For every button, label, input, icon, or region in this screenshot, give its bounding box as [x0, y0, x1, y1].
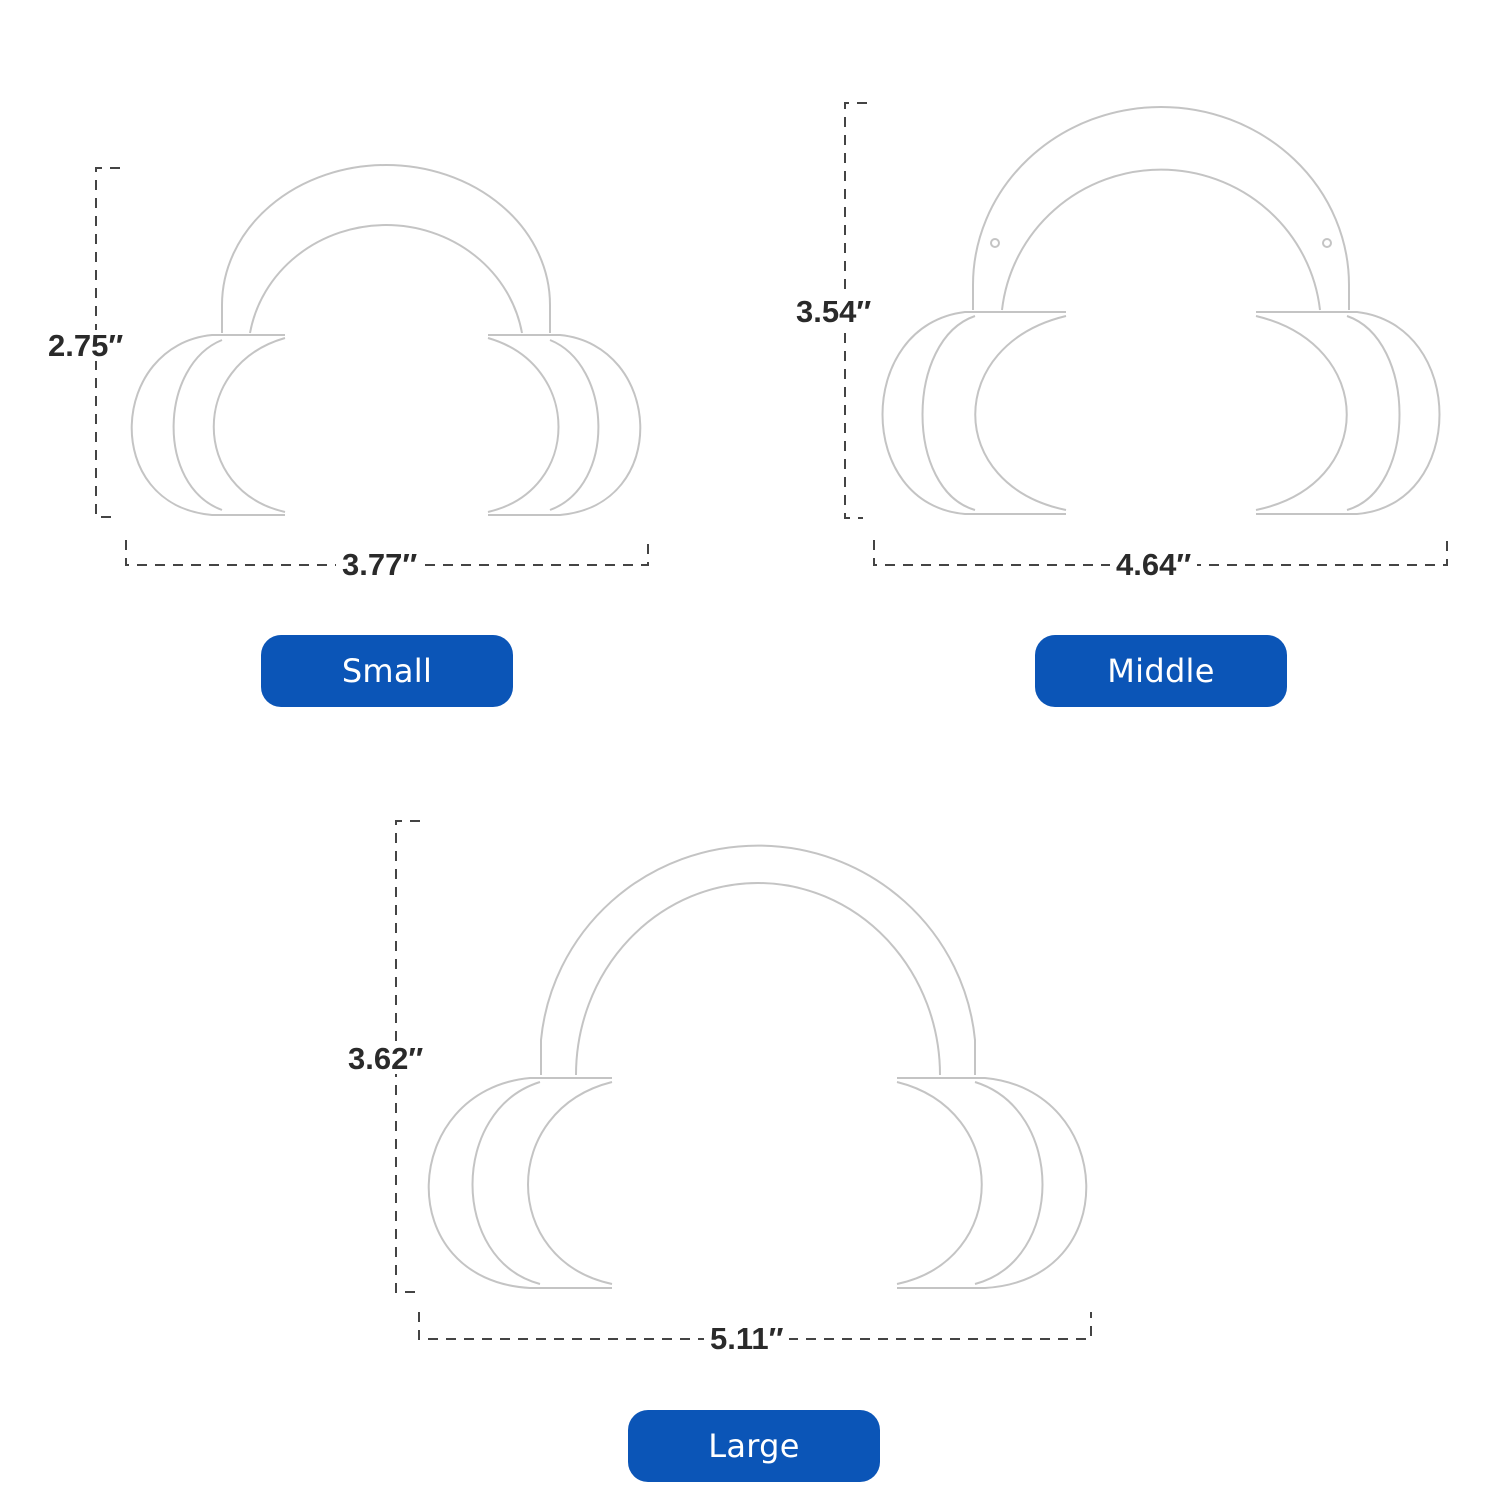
- arch-outer: [540, 844, 976, 1075]
- arch-hole-right: [1322, 238, 1332, 248]
- right-flange-inner: [896, 1081, 983, 1285]
- small-width-dimension-line: [125, 540, 649, 566]
- left-flange-outer: [881, 311, 1066, 515]
- right-flange-inner: [1255, 315, 1348, 511]
- size-badge-small: Small: [261, 635, 513, 707]
- arch-outer: [221, 164, 551, 333]
- small-width-label: 3.77″: [336, 549, 424, 580]
- left-flange-outer: [130, 334, 285, 516]
- left-flange-mid: [172, 339, 223, 511]
- left-flange-inner: [212, 337, 286, 513]
- middle-width-label: 4.64″: [1110, 549, 1198, 580]
- arch-outer: [972, 106, 1350, 310]
- size-badge-large: Large: [628, 1410, 880, 1482]
- right-flange-mid: [974, 1081, 1044, 1285]
- arch-hole-left: [990, 238, 1000, 248]
- right-flange-mid: [1346, 315, 1401, 511]
- large-height-label: 3.62″: [348, 1041, 424, 1076]
- right-flange-outer: [1256, 311, 1441, 515]
- right-flange-outer: [897, 1077, 1088, 1289]
- left-flange-inner: [974, 315, 1067, 511]
- right-flange-mid: [549, 339, 600, 511]
- arch-inner: [1001, 168, 1321, 311]
- arch-inner: [575, 882, 941, 1076]
- large-width-label: 5.11″: [704, 1323, 790, 1354]
- left-flange-inner: [527, 1081, 613, 1285]
- left-flange-outer: [427, 1077, 612, 1289]
- arch-inner: [249, 224, 523, 334]
- middle-height-label: 3.54″: [796, 294, 872, 329]
- small-height-label: 2.75″: [48, 328, 124, 363]
- left-flange-mid: [471, 1081, 541, 1285]
- size-badge-middle: Middle: [1035, 635, 1287, 707]
- left-flange-mid: [921, 315, 976, 511]
- right-flange-inner: [487, 337, 560, 513]
- right-flange-outer: [488, 334, 642, 516]
